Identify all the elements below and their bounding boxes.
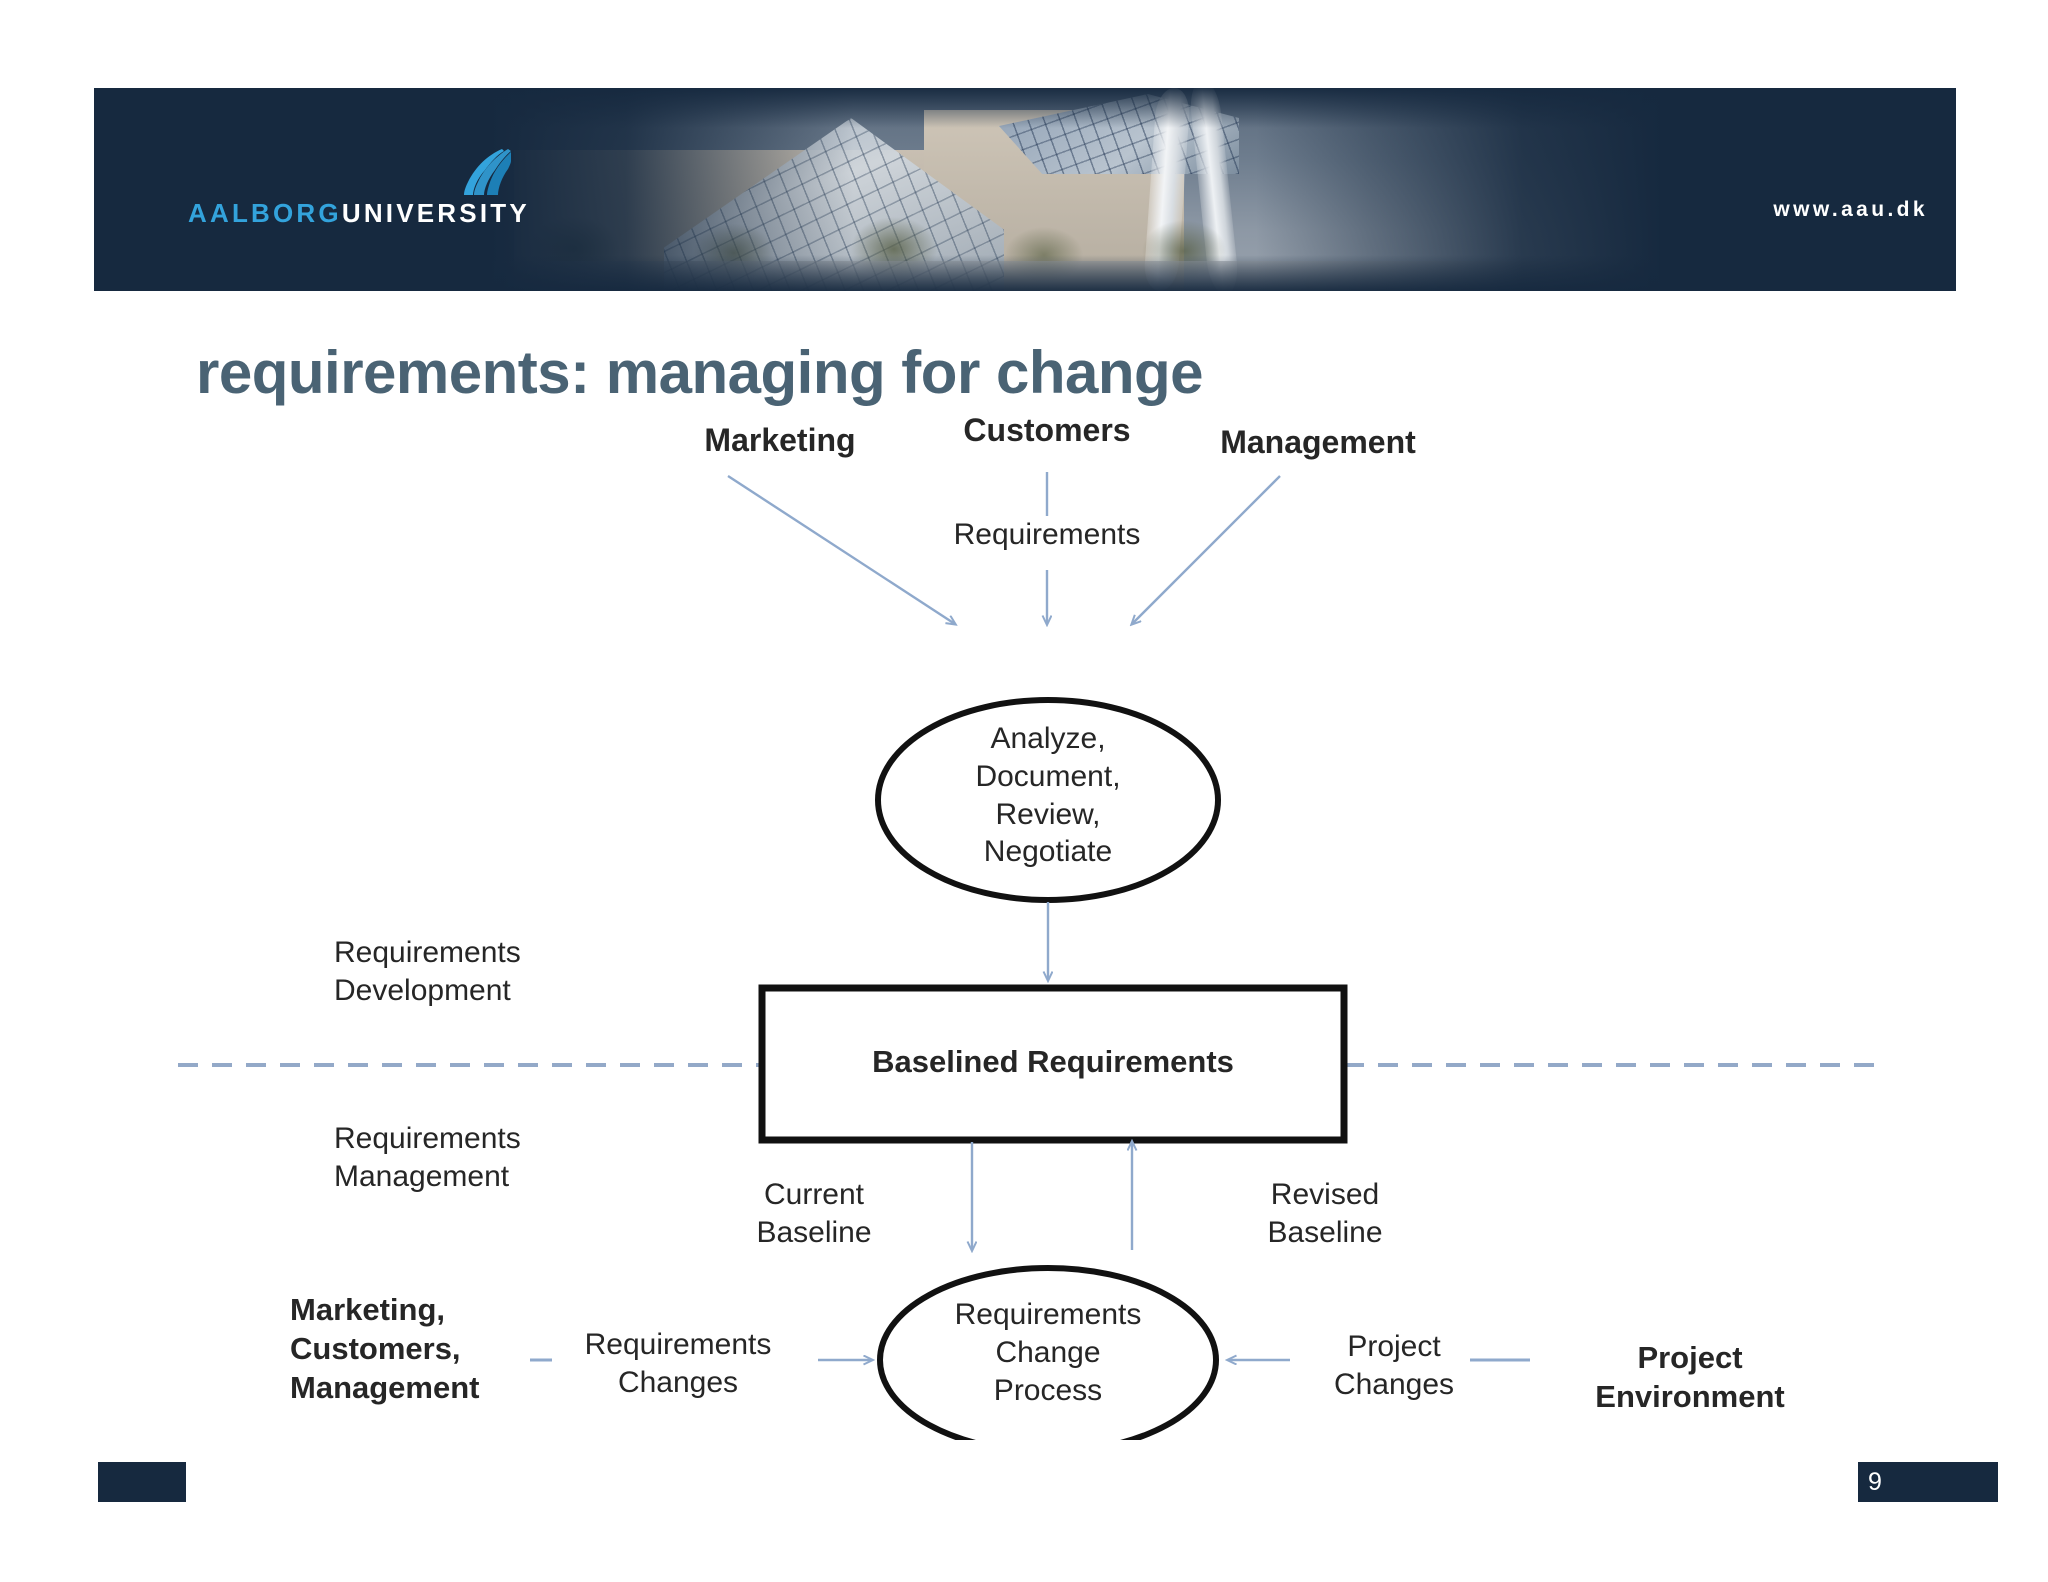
ellipse-line-1: Analyze, [990, 722, 1106, 755]
header-banner [94, 88, 1956, 291]
analyze-document-review-negotiate-ellipse [875, 697, 1221, 903]
requirements-change-process-ellipse [877, 1265, 1219, 1440]
current-baseline-line-2: Baseline [756, 1215, 872, 1249]
baselined-requirements-label: Baselined Requirements [872, 1044, 1234, 1079]
phase-mgmt-line-1: Requirements [334, 1122, 521, 1155]
source-label-marketing: Marketing [704, 422, 856, 458]
phase-label-requirements-development: Requirements Development [334, 934, 521, 1010]
footer-left-block [98, 1462, 186, 1502]
project-changes-line-2: Changes [1333, 1367, 1455, 1401]
footer-page-block: 9 [1858, 1462, 1998, 1502]
source-label-management: Management [1220, 424, 1416, 460]
revised-baseline-line-1: Revised [1270, 1178, 1380, 1211]
page-title: requirements: managing for change [196, 339, 1204, 406]
project-env-line-1: Project [1637, 1340, 1743, 1375]
baselined-requirements-box [758, 984, 1348, 1144]
project-env-line-2: Environment [1595, 1379, 1785, 1415]
flow-label-requirements: Requirements [953, 518, 1141, 551]
page-number: 9 [1868, 1468, 1882, 1496]
diagram-vector-layer [178, 472, 1888, 1440]
ellipse-line-4: Negotiate [983, 835, 1113, 869]
ellipse-line-3: Review, [995, 797, 1101, 831]
left-actors-label: Marketing, Customers, Management [290, 1290, 479, 1407]
aau-logo-text: AALBORGUNIVERSITY [188, 198, 530, 229]
logo-university-word: UNIVERSITY [341, 198, 530, 228]
label-project-environment: Project Environment [1595, 1338, 1784, 1416]
aau-logo: AALBORGUNIVERSITY [188, 148, 548, 248]
label-project-changes: Project Changes [1334, 1328, 1454, 1404]
change-ellipse-line-3: Process [993, 1373, 1103, 1407]
label-revised-baseline: Revised Baseline [1267, 1176, 1382, 1252]
left-actor-line-3: Management [290, 1370, 480, 1406]
project-changes-line-1: Project [1347, 1330, 1441, 1363]
requirements-change-diagram: Marketing Customers Management Requireme… [0, 412, 2048, 1440]
arrow-management-to-process [1132, 475, 1281, 624]
requirements-changes-line-2: Changes [617, 1365, 739, 1399]
left-actor-line-1: Marketing, [290, 1292, 446, 1327]
change-ellipse-line-2: Change [995, 1335, 1101, 1369]
aau-website-url[interactable]: www.aau.dk [1773, 198, 1928, 221]
phase-dev-line-2: Development [334, 973, 511, 1007]
requirements-changes-line-1: Requirements [584, 1328, 772, 1361]
logo-aalborg-word: AALBORG [188, 198, 342, 228]
banner-fade-bottom [94, 255, 1956, 291]
aalborg-university-wave-logo-icon [458, 148, 512, 196]
change-ellipse-line-1: Requirements [954, 1298, 1142, 1331]
left-actor-line-2: Customers, [290, 1331, 461, 1367]
phase-dev-line-1: Requirements [334, 936, 521, 969]
phase-label-requirements-management: Requirements Management [334, 1120, 521, 1196]
banner-fade-top [94, 88, 1956, 128]
source-label-customers: Customers [963, 412, 1131, 448]
label-requirements-changes: Requirements Changes [585, 1326, 772, 1402]
arrow-marketing-to-process [727, 474, 955, 624]
phase-mgmt-line-2: Management [334, 1159, 510, 1193]
current-baseline-line-1: Current [763, 1178, 865, 1211]
analyze-ellipse-label: Analyze, Document, Review, Negotiate [975, 720, 1120, 871]
change-process-ellipse-label: Requirements Change Process [955, 1296, 1142, 1409]
revised-baseline-line-2: Baseline [1267, 1215, 1383, 1249]
ellipse-line-2: Document, [975, 759, 1121, 793]
label-current-baseline: Current Baseline [756, 1176, 871, 1252]
